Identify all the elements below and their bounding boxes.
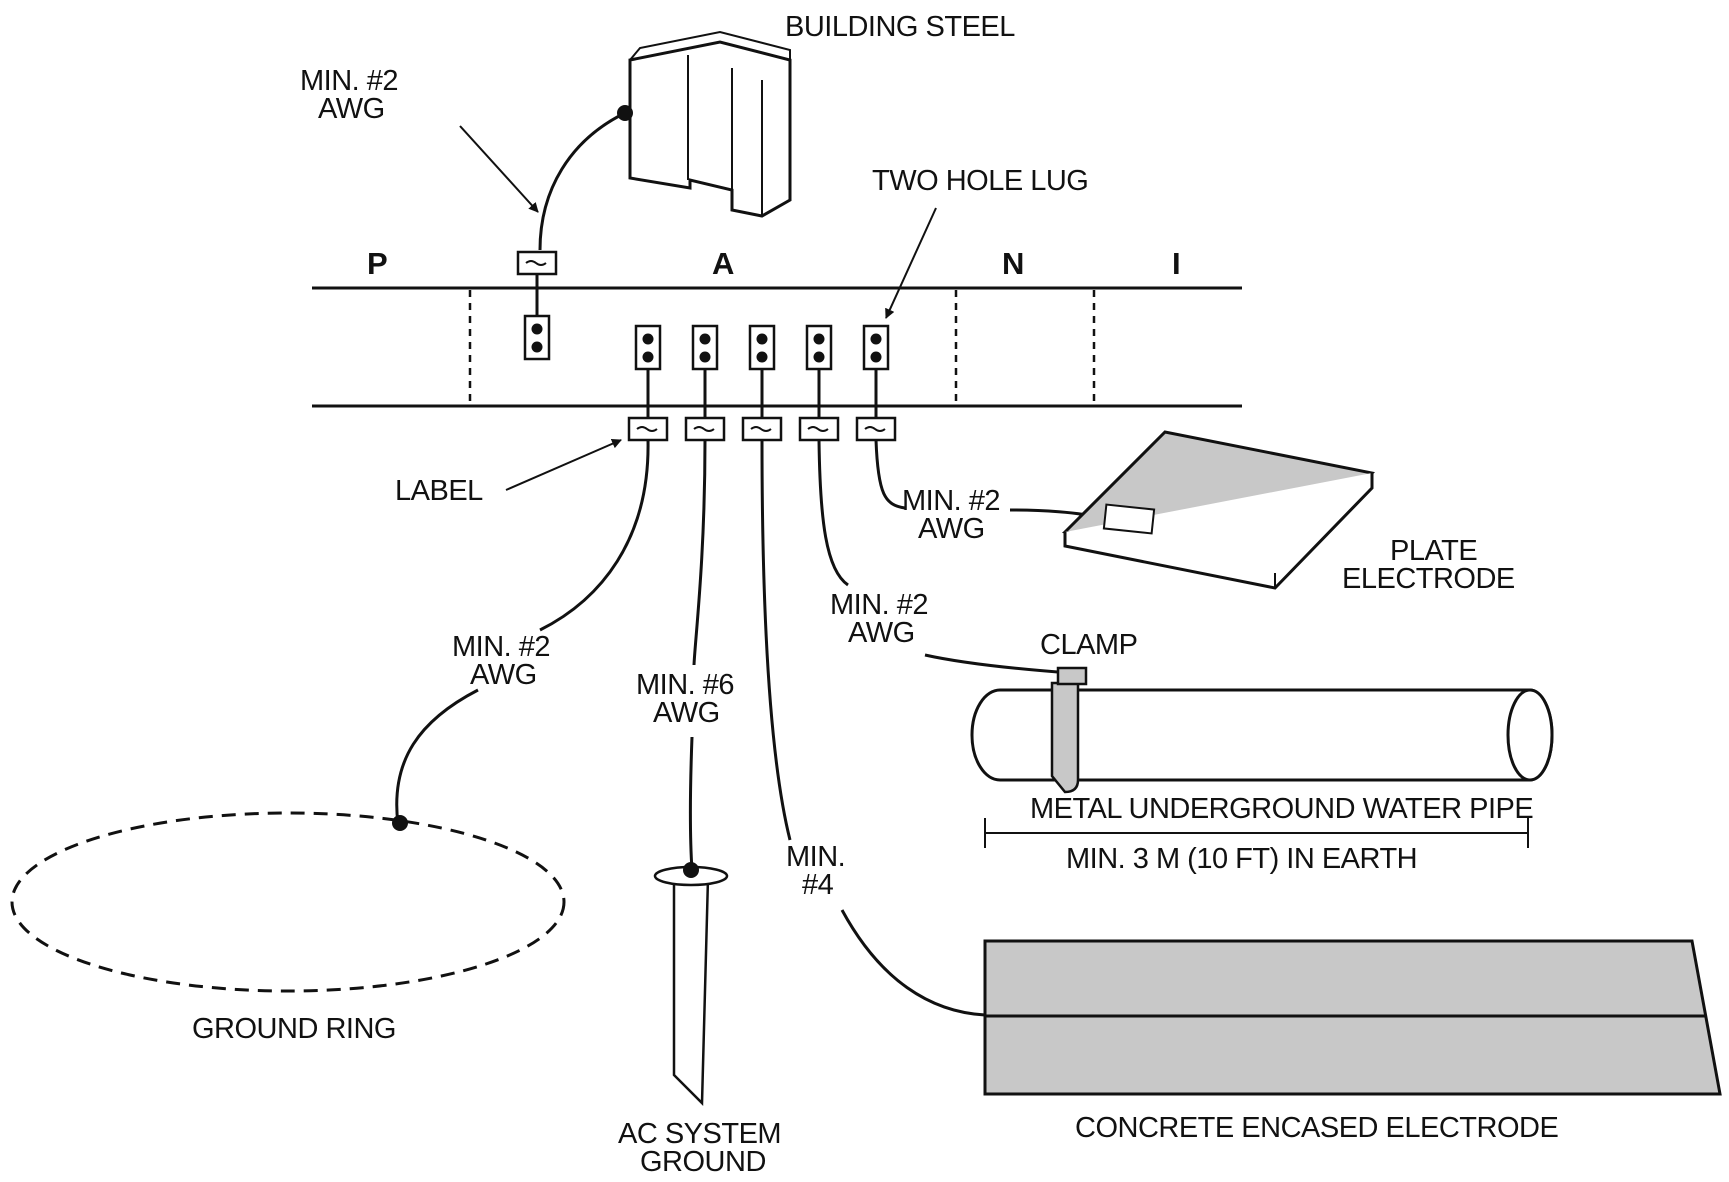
conductors bbox=[392, 439, 1101, 1017]
min2-awg-pipe-label: MIN. #2 AWG bbox=[830, 589, 936, 649]
clamp-label: CLAMP bbox=[1040, 629, 1137, 661]
ac-ground-rod bbox=[653, 862, 729, 1106]
building-steel-beam bbox=[628, 30, 792, 218]
water-pipe bbox=[970, 688, 1554, 782]
two-hole-lug-arrow bbox=[885, 207, 937, 319]
pipe-clamp bbox=[1050, 666, 1088, 794]
min2-awg-steel-label: MIN. #2 AWG bbox=[300, 65, 406, 125]
min2-awg-plate-label: MIN. #2 AWG bbox=[902, 485, 1008, 545]
ground-ring-label: GROUND RING bbox=[192, 1013, 396, 1045]
zone-i-label: I bbox=[1172, 246, 1181, 281]
min4-label: MIN. #4 bbox=[786, 841, 853, 901]
plate-electrode bbox=[1061, 430, 1375, 590]
zone-n-label: N bbox=[1002, 246, 1024, 281]
label-arrow bbox=[505, 439, 622, 491]
zone-a-label: A bbox=[712, 246, 734, 281]
zone-p-label: P bbox=[367, 246, 388, 281]
concrete-electrode-label: CONCRETE ENCASED ELECTRODE bbox=[1075, 1112, 1558, 1144]
label-label: LABEL bbox=[395, 475, 483, 507]
earth-length-dimension bbox=[984, 818, 1529, 848]
steel-awg-arrow bbox=[459, 125, 539, 213]
ground-ring bbox=[10, 811, 566, 993]
plate-electrode-label: PLATE ELECTRODE bbox=[1342, 535, 1515, 595]
min6-awg-label: MIN. #6 AWG bbox=[636, 669, 742, 729]
steel-conductor bbox=[516, 105, 633, 318]
two-hole-lug-p bbox=[523, 314, 551, 361]
min2-awg-ring-label: MIN. #2 AWG bbox=[452, 631, 558, 691]
ac-system-ground-label: AC SYSTEM GROUND bbox=[618, 1118, 789, 1178]
ground-bar bbox=[312, 286, 1242, 408]
two-hole-lug-label: TWO HOLE LUG bbox=[872, 165, 1088, 197]
earth-length-label: MIN. 3 M (10 FT) IN EARTH bbox=[1066, 843, 1417, 875]
water-pipe-label: METAL UNDERGROUND WATER PIPE bbox=[1030, 793, 1533, 825]
concrete-encased-electrode bbox=[983, 939, 1722, 1096]
building-steel-label: BUILDING STEEL bbox=[785, 11, 1015, 43]
a-zone-lugs bbox=[627, 324, 897, 442]
